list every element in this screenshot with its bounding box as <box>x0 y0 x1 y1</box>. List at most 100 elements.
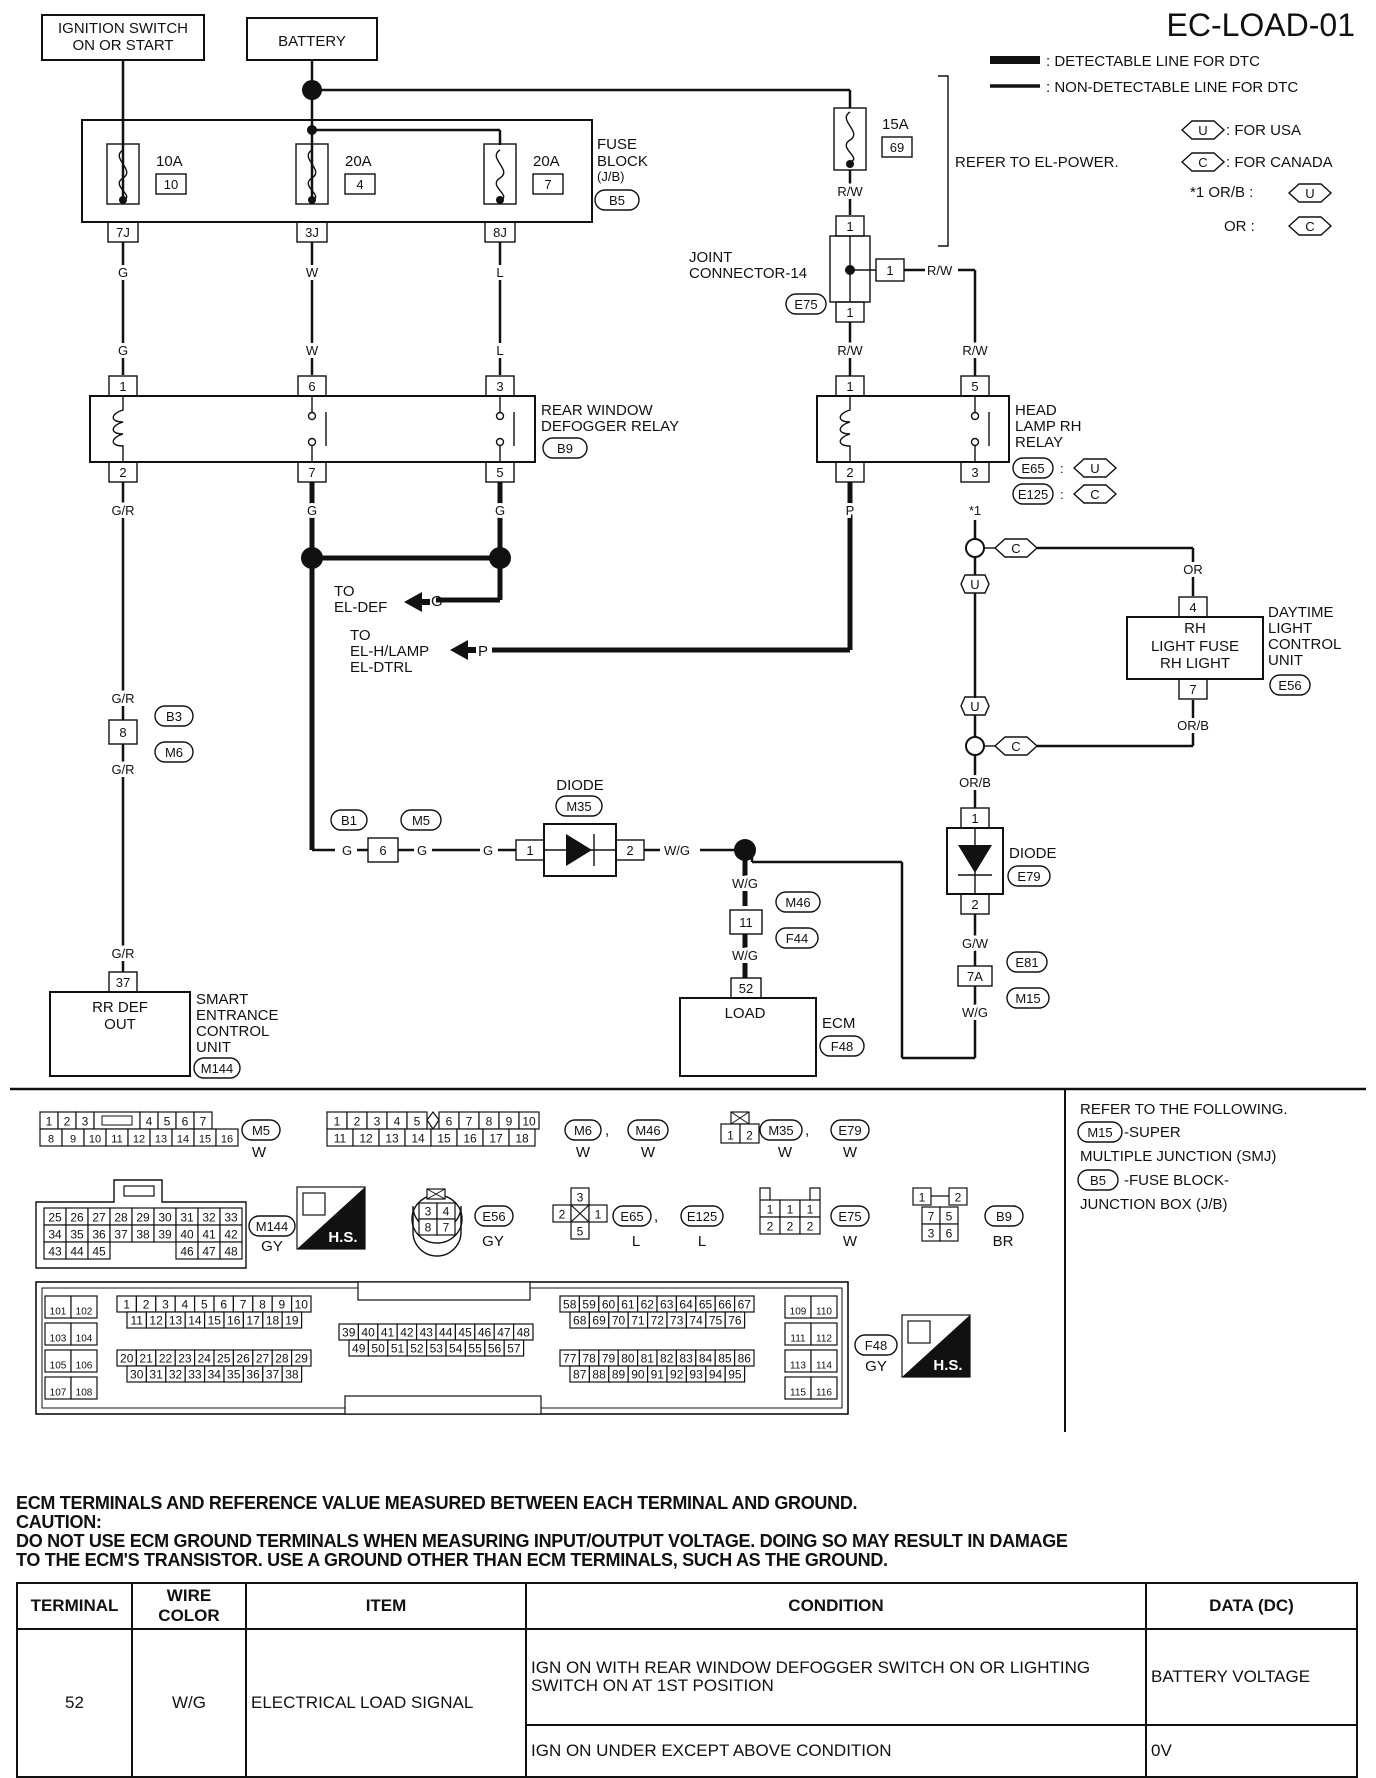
pin-cell <box>939 1223 959 1242</box>
pin-number: 2 <box>807 1220 814 1234</box>
svg-text:EL-DTRL: EL-DTRL <box>350 659 413 676</box>
wire-l-2: L <box>496 343 503 358</box>
pin-number: 42 <box>224 1228 238 1242</box>
ecm-notes: ECM TERMINALS AND REFERENCE VALUE MEASUR… <box>16 1494 1356 1570</box>
wire-color-code: L <box>632 1233 640 1250</box>
pin-number: 39 <box>342 1326 356 1340</box>
pin-number: 24 <box>198 1352 212 1366</box>
pin-number: 69 <box>592 1314 606 1328</box>
pin-number: 75 <box>709 1314 723 1328</box>
wire-p: P <box>846 503 855 518</box>
header-data: DATA (DC) <box>1145 1582 1358 1630</box>
svg-text:6: 6 <box>308 379 315 394</box>
svg-text:-SUPER: -SUPER <box>1124 1124 1181 1141</box>
pin-number: 1 <box>767 1203 774 1217</box>
svg-text:1: 1 <box>119 379 126 394</box>
pin-number: 88 <box>592 1368 606 1382</box>
wire-wg-4: W/G <box>732 948 758 963</box>
pin-number: 2 <box>767 1220 774 1234</box>
cell-data: BATTERY VOLTAGE <box>1145 1628 1358 1726</box>
svg-text:52: 52 <box>739 981 753 996</box>
svg-text:REAR WINDOW: REAR WINDOW <box>541 402 654 419</box>
pin-number: 87 <box>573 1368 587 1382</box>
svg-text:BLOCK: BLOCK <box>597 153 648 170</box>
pin-cell <box>70 1295 98 1319</box>
fuse-terminal-3j: 3J <box>296 221 328 243</box>
headlamp-coil-icon <box>839 396 851 462</box>
pin-number: 92 <box>670 1368 684 1382</box>
pin-number: 5 <box>577 1225 584 1239</box>
pin-cell <box>215 1128 239 1147</box>
pin-cell <box>588 1204 608 1223</box>
hs-label: H.S. <box>328 1229 357 1246</box>
pin-cell <box>87 1241 111 1260</box>
svg-text:: FOR USA: : FOR USA <box>1226 122 1301 139</box>
pin-number: 95 <box>728 1368 742 1382</box>
connector-id <box>612 1205 652 1227</box>
svg-text:CONNECTOR-14: CONNECTOR-14 <box>689 265 807 282</box>
svg-text:10A: 10A <box>156 153 183 170</box>
wire-color-code: W <box>576 1144 591 1161</box>
pin-number: 72 <box>651 1314 665 1328</box>
svg-text:EL-DEF: EL-DEF <box>334 599 387 616</box>
wire-color-code: W <box>252 1144 267 1161</box>
diode-icon <box>566 834 592 866</box>
pin-number: 14 <box>188 1314 202 1328</box>
pin-number: 37 <box>114 1228 128 1242</box>
svg-text:HEAD: HEAD <box>1015 402 1057 419</box>
pin-cell <box>219 1241 243 1260</box>
wire-g-3: G <box>307 503 317 518</box>
svg-text:3J: 3J <box>305 225 319 240</box>
pin-number: 17 <box>489 1132 503 1146</box>
svg-text:1: 1 <box>846 379 853 394</box>
svg-text:7: 7 <box>308 465 315 480</box>
pin-number: 81 <box>641 1352 655 1366</box>
pin-number: 1 <box>595 1208 602 1222</box>
pin-number: 58 <box>563 1298 577 1312</box>
svg-text:G: G <box>431 593 443 610</box>
svg-text:B5: B5 <box>609 193 625 208</box>
svg-text:C: C <box>1198 155 1207 170</box>
svg-text:7A: 7A <box>967 969 983 984</box>
svg-text:ENTRANCE: ENTRANCE <box>196 1007 279 1024</box>
pin-number: 17 <box>246 1314 260 1328</box>
fuse-10a: 10A 10 <box>106 143 187 205</box>
wire-wg-2: W/G <box>664 843 690 858</box>
svg-text:SMART: SMART <box>196 991 248 1008</box>
connector-id-text: M144 <box>256 1219 289 1234</box>
svg-text:RH: RH <box>1184 620 1206 637</box>
hs-label: H.S. <box>933 1357 962 1374</box>
pin-cell <box>724 1311 746 1329</box>
pin-number: 46 <box>478 1326 492 1340</box>
key-mark-icon <box>426 1111 440 1131</box>
pin-cell <box>739 1123 760 1144</box>
svg-text:2: 2 <box>626 843 633 858</box>
pin-number: 12 <box>359 1132 373 1146</box>
wire-w-1: W <box>306 265 319 280</box>
table-row: 52 W/G ELECTRICAL LOAD SIGNAL IGN ON WIT… <box>16 1628 1358 1778</box>
cell-terminal: 52 <box>16 1628 133 1778</box>
ecm-terminal-table: TERMINAL WIRE COLOR ITEM CONDITION DATA … <box>16 1582 1358 1778</box>
svg-text:1: 1 <box>886 263 893 278</box>
pin-number: 10 <box>295 1298 309 1312</box>
pin-number: 18 <box>515 1132 529 1146</box>
svg-text:E81: E81 <box>1015 955 1038 970</box>
pin-number: 1 <box>46 1115 53 1129</box>
pin-number: 78 <box>582 1352 596 1366</box>
pin-number: 11 <box>130 1314 143 1328</box>
wire-color-code: BR <box>993 1233 1014 1250</box>
pin-number: 12 <box>133 1134 145 1146</box>
svg-text:*1 OR/B :: *1 OR/B : <box>1190 184 1253 201</box>
pin-number: 113 <box>790 1361 806 1372</box>
option-circles: C U U C <box>960 538 1195 808</box>
pin-number: 7 <box>200 1115 207 1129</box>
connector-id-text: E56 <box>482 1209 505 1224</box>
pin-number: 1 <box>807 1203 814 1217</box>
pin-number: 49 <box>352 1342 366 1356</box>
pin-number: 30 <box>130 1368 144 1382</box>
pin-number: 89 <box>612 1368 626 1382</box>
pin-number: 101 <box>50 1307 67 1318</box>
pin-number: 38 <box>285 1368 299 1382</box>
pin-number: 83 <box>679 1352 693 1366</box>
